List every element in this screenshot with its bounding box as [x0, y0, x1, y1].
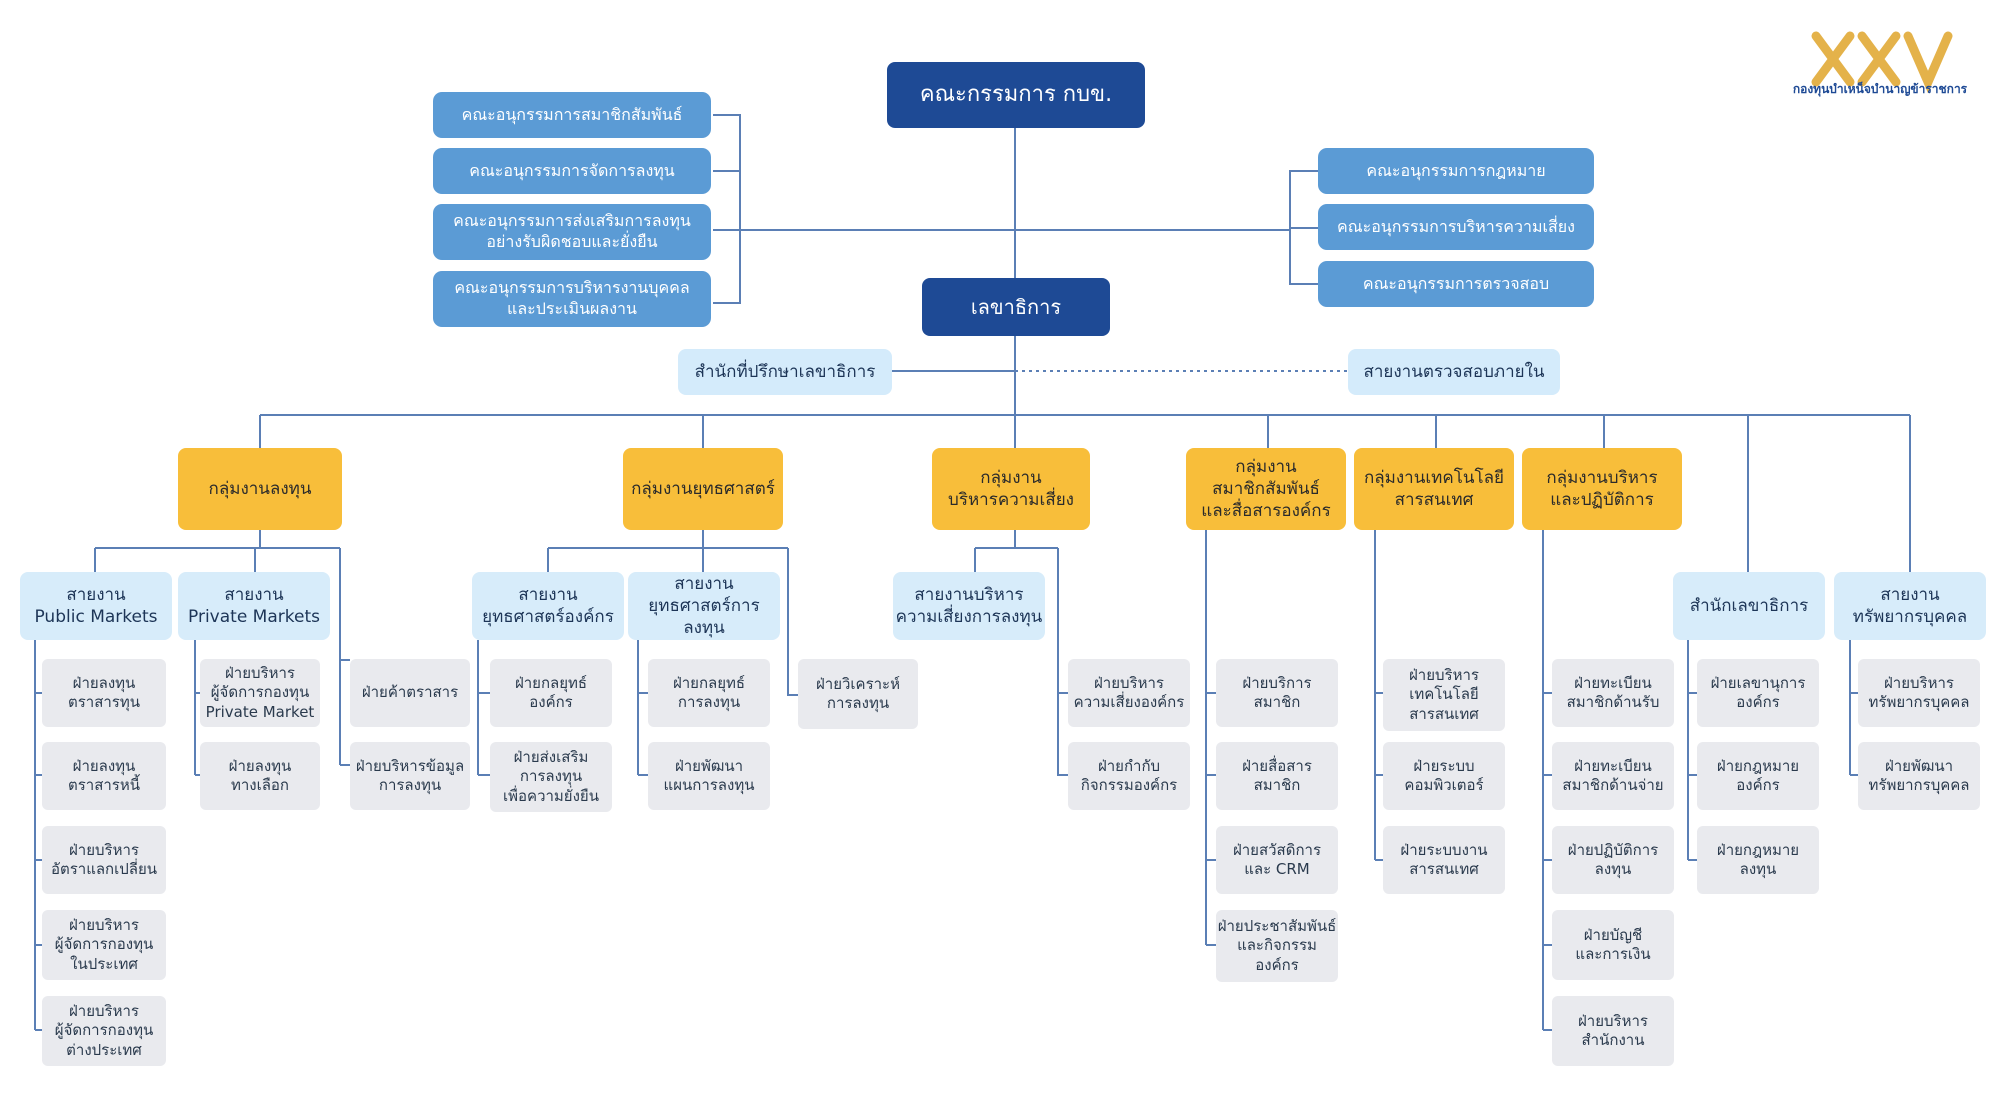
div-public-relations: ฝ่ายประชาสัมพันธ์ และกิจกรรม องค์กร — [1216, 910, 1338, 982]
div-investment-operations: ฝ่ายปฏิบัติการ ลงทุน — [1552, 826, 1674, 894]
div-fx-management: ฝ่ายบริหาร อัตราแลกเปลี่ยน — [42, 826, 166, 894]
div-investment-legal: ฝ่ายกฎหมาย ลงทุน — [1697, 826, 1819, 894]
connector-drops — [259, 415, 1911, 572]
logo-caption: กองทุนบำเหน็จบำนาญข้าราชการ — [1792, 82, 1968, 96]
div-compliance: ฝ่ายกำกับ กิจกรรมองค์กร — [1068, 742, 1190, 810]
div-securities-trading: ฝ่ายค้าตราสาร — [350, 659, 470, 727]
group-strategy: กลุ่มงานยุทธศาสตร์ — [623, 448, 783, 530]
div-member-communications: ฝ่ายสื่อสาร สมาชิก — [1216, 742, 1338, 810]
connector-invest-strategy — [637, 640, 648, 776]
div-sustainable-investment: ฝ่ายส่งเสริม การลงทุน เพื่อความยั่งยืน — [490, 742, 612, 812]
div-corporate-risk: ฝ่ายบริหาร ความเสี่ยงองค์กร — [1068, 659, 1190, 727]
committee-audit: คณะอนุกรรมการตรวจสอบ — [1318, 261, 1594, 307]
connector-committees-left — [713, 114, 741, 304]
connector-strategy-group — [547, 530, 798, 696]
div-corporate-strategy: ฝ่ายกลยุทธ์ องค์กร — [490, 659, 612, 727]
group-risk-management: กลุ่มงาน บริหารความเสี่ยง — [932, 448, 1090, 530]
div-accounting-finance: ฝ่ายบัญชี และการเงิน — [1552, 910, 1674, 980]
div-equity-investment: ฝ่ายลงทุน ตราสารทุน — [42, 659, 166, 727]
div-hr-management: ฝ่ายบริหาร ทรัพยากรบุคคล — [1858, 659, 1980, 727]
board-of-directors: คณะกรรมการ กบข. — [887, 62, 1145, 128]
connector-risk-group — [974, 530, 1068, 776]
div-investment-plan-development: ฝ่ายพัฒนา แผนการลงทุน — [648, 742, 770, 810]
connector-invest-group — [94, 530, 350, 766]
div-foreign-fund-managers: ฝ่ายบริหาร ผู้จัดการกองทุน ต่างประเทศ — [42, 996, 166, 1066]
div-investment-analysis: ฝ่ายวิเคราะห์ การลงทุน — [798, 659, 918, 729]
dept-corporate-strategy: สายงาน ยุทธศาสตร์องค์กร — [472, 572, 624, 640]
div-fixed-income-investment: ฝ่ายลงทุน ตราสารหนี้ — [42, 742, 166, 810]
div-member-registry-receipts: ฝ่ายทะเบียน สมาชิกด้านรับ — [1552, 659, 1674, 727]
connector-corp-strategy — [477, 640, 490, 776]
div-investment-data: ฝ่ายบริหารข้อมูล การลงทุน — [350, 742, 470, 810]
committee-responsible-investment: คณะอนุกรรมการส่งเสริมการลงทุน อย่างรับผิ… — [433, 204, 711, 260]
dept-secretary-office: สำนักเลขาธิการ — [1673, 572, 1825, 640]
connector-member-group — [1205, 530, 1216, 946]
dept-human-resources: สายงาน ทรัพยากรบุคคล — [1834, 572, 1986, 640]
committee-personnel: คณะอนุกรรมการบริหารงานบุคคล และประเมินผล… — [433, 271, 711, 327]
committee-investment-management: คณะอนุกรรมการจัดการลงทุน — [433, 148, 711, 194]
group-operations: กลุ่มงานบริหาร และปฏิบัติการ — [1522, 448, 1682, 530]
group-investment: กลุ่มงานลงทุน — [178, 448, 342, 530]
div-corporate-secretary: ฝ่ายเลขานุการ องค์กร — [1697, 659, 1819, 727]
committee-risk-management: คณะอนุกรรมการบริหารความเสี่ยง — [1318, 204, 1594, 250]
connector-committees-right — [1289, 170, 1318, 285]
connector-public-markets — [34, 640, 42, 1031]
advisor-office: สำนักที่ปรึกษาเลขาธิการ — [678, 349, 892, 395]
connector-sec-office — [1687, 640, 1697, 861]
div-corporate-legal: ฝ่ายกฎหมาย องค์กร — [1697, 742, 1819, 810]
secretary-general: เลขาธิการ — [922, 278, 1110, 336]
connector-it-group — [1374, 530, 1383, 861]
div-domestic-fund-managers: ฝ่ายบริหาร ผู้จัดการกองทุน ในประเทศ — [42, 910, 166, 980]
committee-legal: คณะอนุกรรมการกฎหมาย — [1318, 148, 1594, 194]
gpf-logo — [1811, 31, 1953, 94]
dept-investment-risk: สายงานบริหาร ความเสี่ยงการลงทุน — [893, 572, 1045, 640]
div-alternative-investment: ฝ่ายลงทุน ทางเลือก — [200, 742, 320, 810]
div-computer-systems: ฝ่ายระบบ คอมพิวเตอร์ — [1383, 742, 1505, 810]
div-it-management: ฝ่ายบริหาร เทคโนโลยี สารสนเทศ — [1383, 659, 1505, 731]
dept-private-markets: สายงาน Private Markets — [178, 572, 330, 640]
div-member-registry-payments: ฝ่ายทะเบียน สมาชิกด้านจ่าย — [1552, 742, 1674, 810]
div-information-systems: ฝ่ายระบบงาน สารสนเทศ — [1383, 826, 1505, 894]
connector-ops-group — [1542, 530, 1552, 1031]
dept-investment-strategy: สายงาน ยุทธศาสตร์การลงทุน — [628, 572, 780, 640]
dept-public-markets: สายงาน Public Markets — [20, 572, 172, 640]
div-private-market-managers: ฝ่ายบริหาร ผู้จัดการกองทุน Private Marke… — [200, 659, 320, 727]
group-information-technology: กลุ่มงานเทคโนโลยี สารสนเทศ — [1354, 448, 1514, 530]
div-investment-strategy: ฝ่ายกลยุทธ์ การลงทุน — [648, 659, 770, 727]
div-hr-development: ฝ่ายพัฒนา ทรัพยากรบุคคล — [1858, 742, 1980, 810]
committee-member-relations: คณะอนุกรรมการสมาชิกสัมพันธ์ — [433, 92, 711, 138]
div-office-administration: ฝ่ายบริหาร สำนักงาน — [1552, 996, 1674, 1066]
connector-private-markets — [194, 640, 200, 776]
internal-audit: สายงานตรวจสอบภายใน — [1348, 349, 1560, 395]
group-member-relations: กลุ่มงาน สมาชิกสัมพันธ์ และสื่อสารองค์กร — [1186, 448, 1346, 530]
div-member-services: ฝ่ายบริการ สมาชิก — [1216, 659, 1338, 727]
connector-hr — [1849, 640, 1858, 776]
div-welfare-crm: ฝ่ายสวัสดิการ และ CRM — [1216, 826, 1338, 894]
